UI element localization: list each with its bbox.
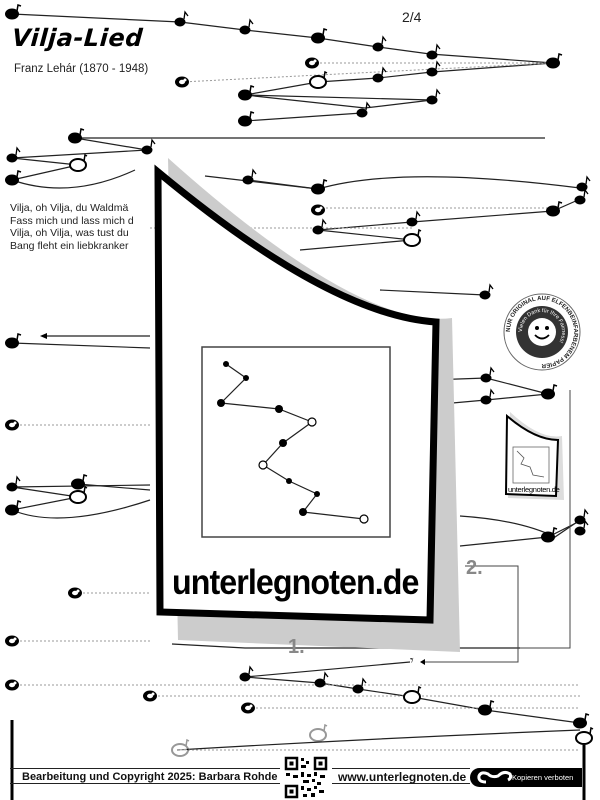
lyrics-line: Vilja, oh Vilja, was tust du [10, 227, 129, 239]
copy-forbidden-text: Kopieren verboten [512, 773, 574, 782]
originality-stamp: NUR ORIGINAL AUF ELFENBEINFARBENEM PAPIE… [503, 293, 581, 371]
swirl-logo-icon [477, 770, 513, 784]
svg-text:𝄾: 𝄾 [410, 653, 414, 669]
lyrics-line: Bang fleht ein liebkranker [10, 239, 129, 252]
lyrics-block: Vilja, oh Vilja, du Waldmä Fass mich und… [10, 202, 138, 252]
lyrics-line: Vilja, oh Vilja, du Waldmä [10, 202, 129, 214]
repeat-marker-first: 1. [288, 636, 305, 658]
composer-credit: Franz Lehár (1870 - 1948) [14, 63, 149, 75]
lyrics-line: Fass mich und lass mich d [10, 214, 134, 227]
page-indicator: 2/4 [402, 9, 422, 25]
small-logo-text: unterlegnoten.de [508, 485, 560, 494]
watermark-text: unterlegnoten.de [172, 563, 419, 602]
copy-forbidden-badge: Kopieren verboten [470, 768, 582, 787]
repeat-marker-second: 2. [466, 557, 483, 579]
smiley-icon [528, 318, 556, 346]
qr-code-icon [283, 755, 329, 800]
website-link[interactable]: www.unterlegnoten.de [332, 768, 470, 784]
copyright-notice: Bearbeitung und Copyright 2025: Barbara … [10, 768, 280, 784]
